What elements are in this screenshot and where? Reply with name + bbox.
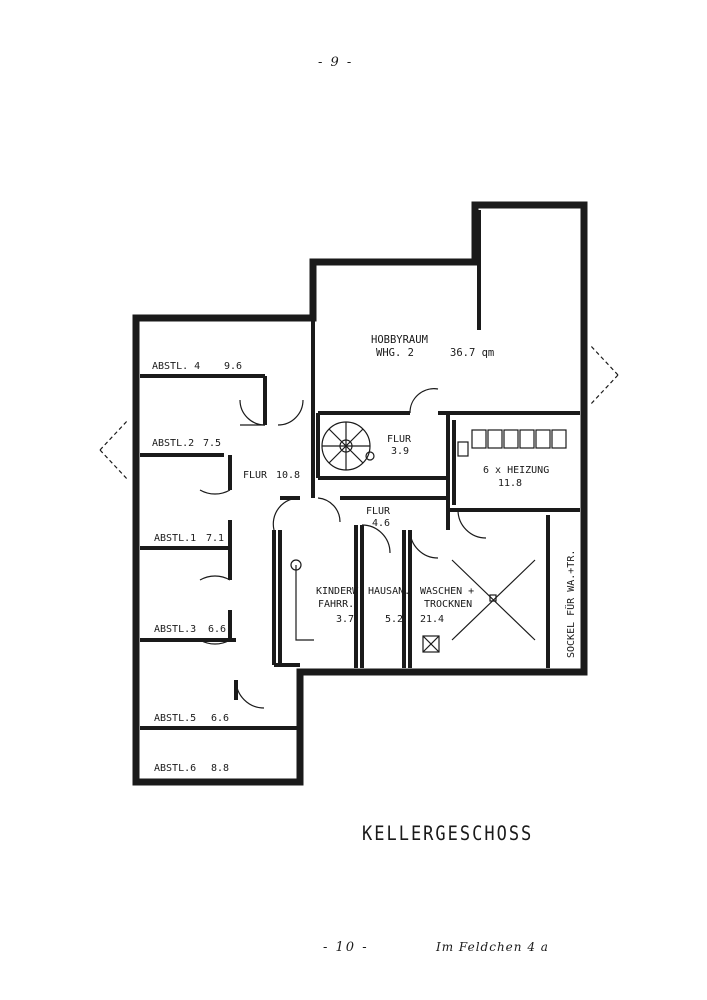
abstl6-name: ABSTL.6 (154, 763, 196, 774)
flur-stair-area: 3.9 (391, 446, 409, 457)
waschen-sub: TROCKNEN (424, 599, 472, 610)
sockel-label: SOCKEL FÜR WA.+TR. (564, 550, 577, 658)
windows (132, 201, 588, 786)
inner-walls (140, 210, 580, 730)
kinderw-name: KINDERW. (316, 586, 364, 597)
waschen-area: 21.4 (420, 614, 444, 625)
abstl1-name: ABSTL.1 (154, 533, 196, 544)
abstl2-name: ABSTL.2 (152, 438, 194, 449)
kinderw-area: 3.7 (336, 614, 354, 625)
address-label: Im Feldchen 4 a (436, 940, 549, 954)
spiral-staircase (321, 421, 375, 471)
page-number-bottom: - 10 - (323, 940, 369, 955)
flur-stair-name: FLUR (387, 434, 412, 445)
abstl1-area: 7.1 (206, 533, 224, 544)
page-number-top: - 9 - (318, 55, 354, 70)
abstl4-area: 9.6 (224, 361, 242, 372)
laundry-fixtures (290, 559, 536, 653)
flur-small-area: 4.6 (372, 518, 390, 529)
hobbyraum-sub: WHG. 2 (376, 347, 414, 359)
hobbyraum-area: 36.7 qm (450, 347, 494, 359)
hobbyraum-name: HOBBYRAUM (371, 334, 428, 346)
hausan-area: 5.2 (385, 614, 403, 625)
plan-title: KELLERGESCHOSS (362, 822, 534, 846)
boiler-units (457, 429, 567, 457)
heizung-area: 11.8 (498, 478, 522, 489)
door-swings (99, 344, 619, 709)
abstl5-name: ABSTL.5 (154, 713, 196, 724)
abstl3-name: ABSTL.3 (154, 624, 196, 635)
kinderw-sub: FAHRR. (318, 599, 354, 610)
flur-main-name: FLUR (243, 470, 268, 481)
flur-small-name: FLUR (366, 506, 391, 517)
abstl6-area: 8.8 (211, 763, 229, 774)
abstl5-area: 6.6 (211, 713, 229, 724)
abstl3-area: 6.6 (208, 624, 226, 635)
flur-main-area: 10.8 (276, 470, 300, 481)
abstl2-area: 7.5 (203, 438, 221, 449)
heizung-name: 6 x HEIZUNG (483, 465, 549, 476)
hausan-name: HAUSAN. (368, 586, 410, 597)
abstl4-name: ABSTL. 4 (152, 361, 200, 372)
outer-walls (132, 201, 588, 786)
waschen-name: WASCHEN + (420, 586, 474, 597)
